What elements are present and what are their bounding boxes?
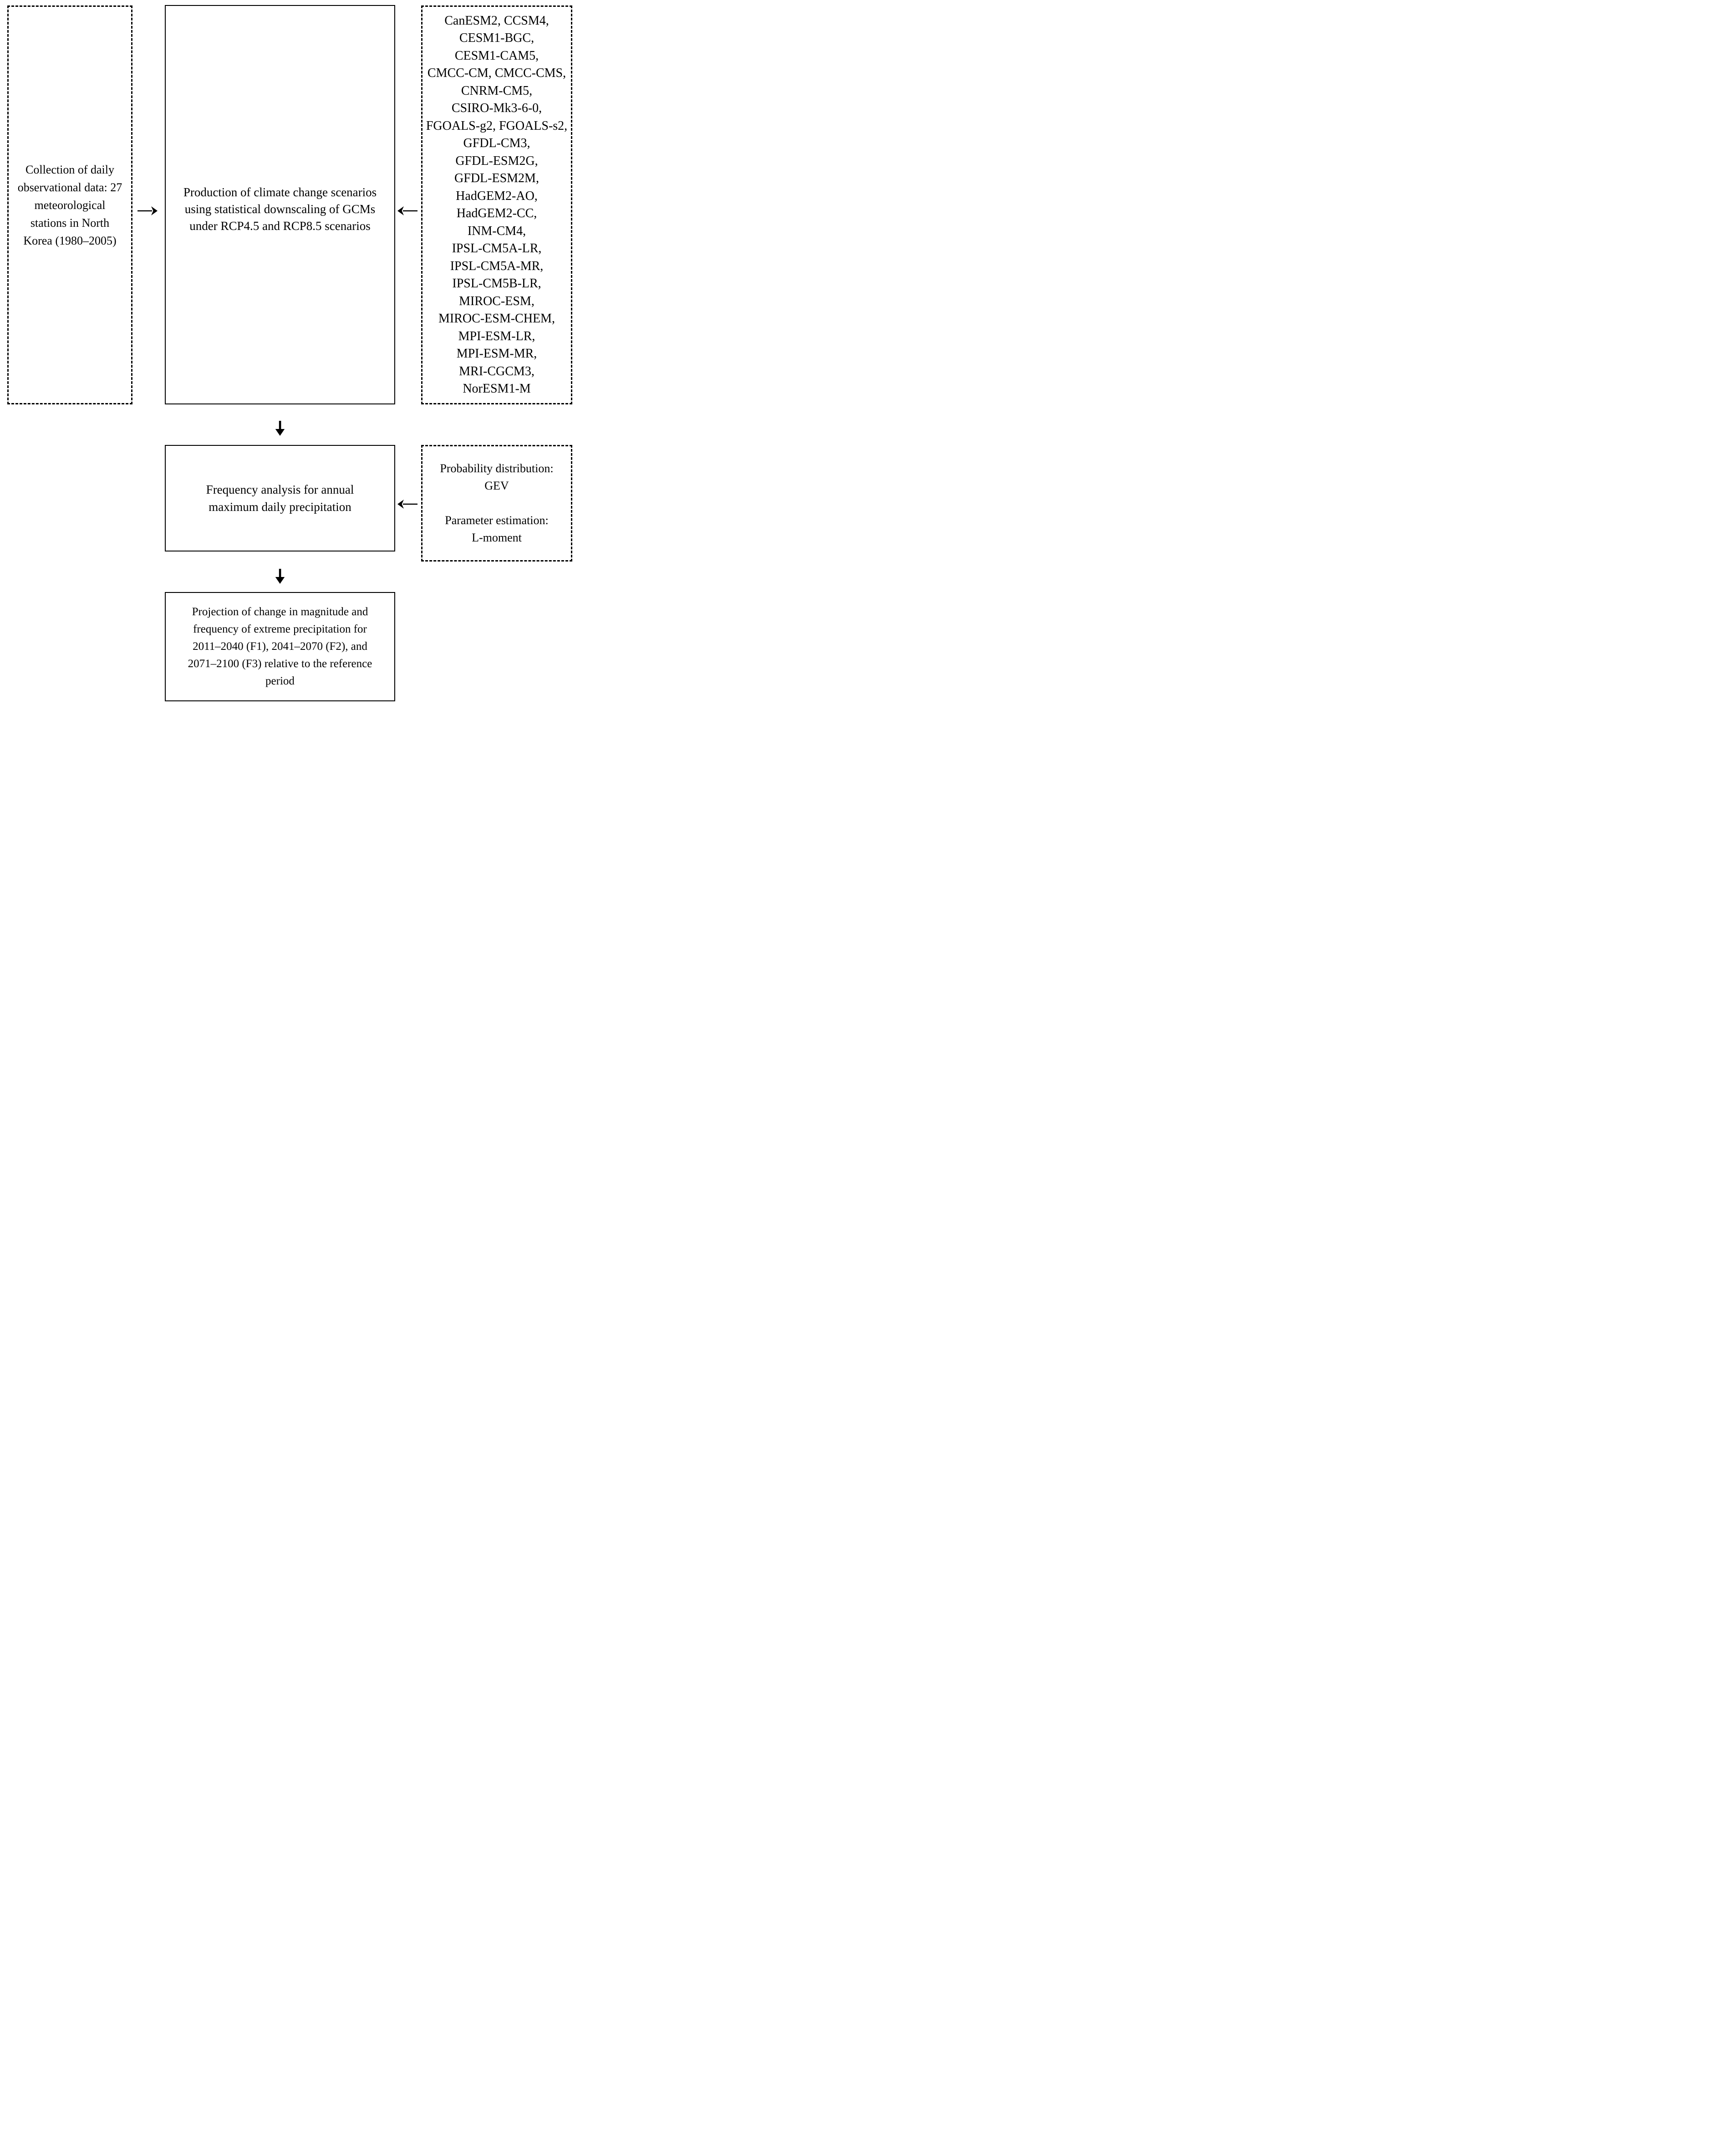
box-gcm-model-list: CanESM2, CCSM4, CESM1-BGC, CESM1-CAM5, C… [421,5,572,404]
arrow-down-icon [274,421,286,436]
production-text: Production of climate change scenarios u… [183,185,377,233]
box-production-scenarios: Production of climate change scenarios u… [165,5,395,404]
arrow-left-icon [397,204,418,217]
arrow-right-icon [137,204,158,217]
box-projection-of-change: Projection of change in magnitude and fr… [165,592,395,701]
probability-distribution-text: Probability distribution: GEV Parameter … [440,462,554,544]
box-frequency-analysis: Frequency analysis for annual maximum da… [165,445,395,551]
frequency-analysis-text: Frequency analysis for annual maximum da… [206,483,354,514]
arrow-down-icon [274,569,286,584]
projection-text: Projection of change in magnitude and fr… [188,606,372,687]
box-collection-observational-data: Collection of daily observational data: … [7,5,132,404]
box-probability-distribution: Probability distribution: GEV Parameter … [421,445,572,562]
flowchart-figure: Collection of daily observational data: … [0,0,579,710]
gcm-model-list-text: CanESM2, CCSM4, CESM1-BGC, CESM1-CAM5, C… [426,13,568,396]
arrow-left-icon [397,498,418,511]
collection-text: Collection of daily observational data: … [17,163,122,247]
